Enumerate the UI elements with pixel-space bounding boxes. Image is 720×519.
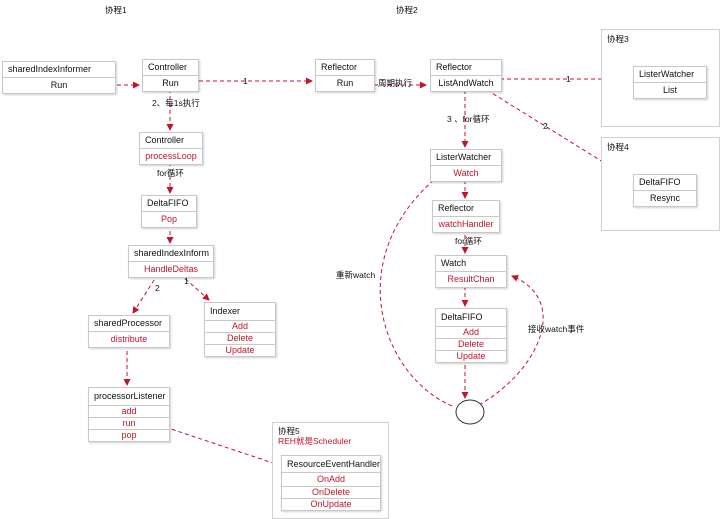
node-shared-index-informer[interactable]: sharedIndexInformer Run (2, 61, 116, 94)
edge-label-sii-indexer: 1 (184, 276, 189, 286)
edge-circle-listerwatcher-rewatch (379, 173, 453, 407)
node-processor-listener[interactable]: processorListener add run pop (88, 387, 170, 442)
node-method: pop (121, 430, 137, 440)
edge-label-law-resync: 2 (543, 121, 548, 131)
node-shared-index-inform[interactable]: sharedIndexInform HandleDeltas (128, 245, 214, 278)
node-title: Indexer (205, 303, 275, 321)
node-title: DeltaFIFO (634, 175, 696, 191)
edge-processorlistener-reh (164, 426, 280, 467)
edge-label-ctrl-reflector: 1 (243, 76, 248, 86)
node-title: processorListener (89, 388, 169, 406)
node-deltafifo-pop[interactable]: DeltaFIFO Pop (141, 195, 197, 228)
group-goroutine5-note: REH就是Scheduler (278, 436, 352, 446)
node-method: OnDelete (282, 487, 380, 499)
goroutine1-header: 协程1 (105, 5, 127, 15)
node-listerwatcher-watch[interactable]: ListerWatcher Watch (430, 149, 502, 182)
node-watch-resultchan[interactable]: Watch ResultChan (435, 255, 507, 288)
node-method: Watch (453, 168, 479, 178)
edge-circle-watch-recv (478, 275, 544, 406)
node-title: sharedProcessor (89, 316, 169, 332)
node-reflector-run[interactable]: Reflector Run (315, 59, 375, 92)
node-method: add (89, 406, 169, 418)
edge-label-rewatch: 重新watch (336, 270, 376, 280)
node-title: ListerWatcher (431, 150, 501, 166)
node-title: sharedIndexInform (129, 246, 213, 262)
node-deltafifo-resync[interactable]: DeltaFIFO Resync (633, 174, 697, 207)
node-method: processLoop (145, 151, 197, 161)
node-method: Run (336, 78, 354, 88)
group-goroutine4-label: 协程4 (607, 142, 629, 152)
node-method: run (89, 418, 169, 430)
node-title: Watch (436, 256, 506, 272)
node-method: distribute (110, 334, 148, 344)
node-title: DeltaFIFO (142, 196, 196, 212)
goroutine2-header: 协程2 (396, 5, 418, 15)
node-title: Reflector (433, 201, 499, 217)
node-controller-run[interactable]: Controller Run (142, 59, 199, 92)
node-method: Delete (436, 339, 506, 351)
node-method: Add (205, 321, 275, 333)
node-reflector-listandwatch[interactable]: Reflector ListAndWatch (430, 59, 502, 92)
node-method: ResultChan (447, 274, 495, 284)
node-method: List (662, 85, 677, 95)
node-method: OnAdd (282, 473, 380, 487)
node-method: Update (456, 351, 486, 361)
node-title: sharedIndexInformer (3, 62, 115, 78)
node-method: HandleDeltas (143, 264, 199, 274)
edge-label-forloop2: for循环 (455, 236, 482, 246)
group-goroutine5-label: 协程5 (278, 426, 300, 436)
node-title: ResourceEventHandler (282, 456, 380, 473)
edge-label-recv-watch: 接收watch事件 (528, 324, 585, 334)
node-method: Run (50, 80, 68, 90)
node-title: Controller (143, 60, 198, 76)
node-method: Resync (649, 193, 680, 203)
node-method: ListAndWatch (438, 78, 494, 88)
node-listerwatcher-list[interactable]: ListerWatcher List (633, 66, 707, 99)
node-indexer[interactable]: Indexer Add Delete Update (204, 302, 276, 357)
node-resource-event-handler[interactable]: ResourceEventHandler OnAdd OnDelete OnUp… (281, 455, 381, 511)
edge-label-law-list: 1 (566, 74, 571, 84)
node-title: Controller (140, 133, 202, 149)
node-method: Delete (205, 333, 275, 345)
edge-label-law-forloop: 3 、for循环 (447, 114, 490, 124)
node-reflector-watchhandler[interactable]: Reflector watchHandler (432, 200, 500, 233)
node-method: Add (436, 327, 506, 339)
edge-label-every1s: 2、每1s执行 (152, 98, 200, 108)
node-method: watchHandler (438, 219, 494, 229)
edge-sii-sharedprocessor (132, 273, 159, 314)
node-title: DeltaFIFO (436, 309, 506, 327)
group-goroutine3-label: 协程3 (607, 34, 629, 44)
node-shared-processor[interactable]: sharedProcessor distribute (88, 315, 170, 348)
node-title: ListerWatcher (634, 67, 706, 83)
node-deltafifo-events[interactable]: DeltaFIFO Add Delete Update (435, 308, 507, 363)
node-method: OnUpdate (310, 499, 352, 509)
edge-label-sii-processor: 2 (155, 283, 160, 293)
node-title: Reflector (316, 60, 374, 76)
node-controller-processloop[interactable]: Controller processLoop (139, 132, 203, 165)
node-method: Pop (160, 214, 177, 224)
edge-label-periodic: 周期执行 (378, 78, 413, 88)
node-method: Run (162, 78, 179, 88)
event-loop-circle (455, 399, 485, 425)
node-method: Update (225, 345, 255, 355)
node-title: Reflector (431, 60, 501, 76)
edge-label-forloop1: for循环 (157, 168, 184, 178)
